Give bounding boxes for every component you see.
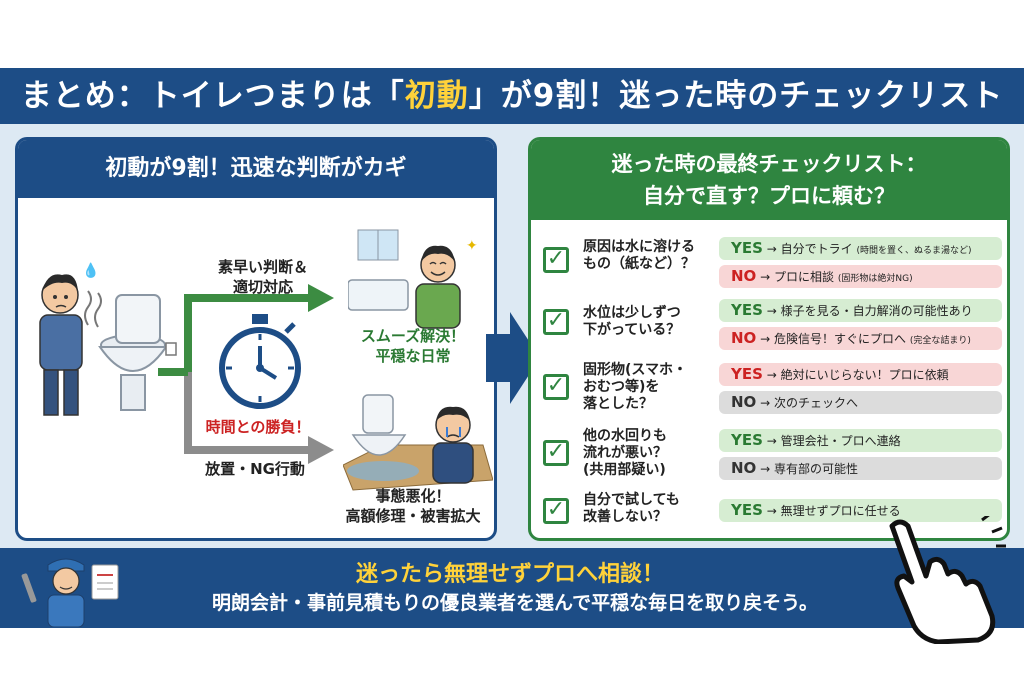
left-panel: 初動が9割！迅速な判断がカギ 💧 素早い判断＆ 適切対応	[15, 137, 497, 541]
worried-person-illustration: 💧	[39, 262, 177, 416]
yes-answer: YES → 管理会社・プロへ連絡	[719, 429, 1002, 452]
svg-text:✦: ✦	[466, 238, 478, 254]
checkbox-icon: ✓	[543, 440, 569, 466]
question-text: 自分で試しても 改善しない？	[583, 492, 680, 525]
no-answer: NO → 危険信号！すぐにプロへ (完全な詰まり)	[719, 327, 1002, 350]
yes-answer: YES → 様子を見る・自力解消の可能性あり	[719, 299, 1002, 322]
checkbox-icon: ✓	[543, 247, 569, 273]
bad-result-label: 事態悪化！ 高額修理・被害拡大	[345, 487, 481, 525]
checklist-item: ✓ 他の水回りも 流れが悪い？ (共用部疑い) YES → 管理会社・プロへ連絡…	[543, 426, 1003, 486]
checkbox-icon: ✓	[543, 374, 569, 400]
yes-answer: YES → 絶対にいじらない！プロに依頼	[719, 363, 1002, 386]
checklist-item: ✓ 自分で試しても 改善しない？ YES → 無理せずプロに任せる	[543, 492, 1003, 536]
yes-answer: YES → 無理せずプロに任せる	[719, 499, 1002, 522]
pointing-hand-icon	[889, 516, 1006, 644]
no-answer: NO → 専有部の可能性	[719, 457, 1002, 480]
checklist-item: ✓ 原因は水に溶ける もの（紙など）？ YES → 自分でトライ (時間を置く、…	[543, 237, 1003, 293]
bottom-message: 明朗会計・事前見積もりの優良業者を選んで平穏な毎日を取り戻そう。	[212, 592, 818, 614]
question-text: 固形物(スマホ・ おむつ等)を 落とした？	[583, 362, 687, 412]
bottom-headline: 迷ったら無理せずプロへ相談！	[355, 562, 664, 587]
right-panel: 迷った時の最終チェックリスト： 自分で直す？プロに頼む？ ✓ 原因は水に溶ける …	[528, 137, 1010, 541]
good-result-label: スムーズ解決！ 平穏な日常	[360, 327, 466, 365]
happy-person-illustration: ✦	[348, 229, 478, 329]
no-answer: NO → プロに相談 (固形物は絶対NG)	[719, 265, 1002, 288]
bottom-banner	[0, 548, 1024, 628]
page-title: まとめ：トイレつまりは「初動」が9割！迷った時のチェックリスト	[0, 68, 1024, 124]
question-text: 他の水回りも 流れが悪い？ (共用部疑い)	[583, 428, 667, 478]
flooded-toilet-illustration	[343, 394, 493, 491]
question-text: 原因は水に溶ける もの（紙など）？	[583, 239, 695, 272]
yes-answer: YES → 自分でトライ (時間を置く、ぬるま湯など)	[719, 237, 1002, 260]
decision-branch-arrows	[158, 284, 334, 464]
no-answer: NO → 次のチェックへ	[719, 391, 1002, 414]
checkbox-icon: ✓	[543, 309, 569, 335]
stopwatch-icon	[219, 314, 301, 409]
time-pressure-label: 時間との勝負！	[205, 418, 311, 436]
plumber-illustration	[21, 558, 119, 627]
checklist-item: ✓ 固形物(スマホ・ おむつ等)を 落とした？ YES → 絶対にいじらない！プ…	[543, 358, 1003, 418]
svg-text:💧: 💧	[82, 262, 99, 279]
checklist-heading: 迷った時の最終チェックリスト： 自分で直す？プロに頼む？	[531, 140, 1007, 220]
checklist-item: ✓ 水位は少しずつ 下がっている？ YES → 様子を見る・自力解消の可能性あり…	[543, 297, 1003, 353]
checkbox-icon: ✓	[543, 498, 569, 524]
left-panel-heading: 初動が9割！迅速な判断がカギ	[18, 140, 494, 198]
fast-response-label: 素早い判断＆ 適切対応	[217, 258, 308, 296]
ng-action-label: 放置・NG行動	[205, 460, 305, 478]
question-text: 水位は少しずつ 下がっている？	[583, 305, 681, 338]
big-right-arrow-icon	[486, 312, 540, 404]
